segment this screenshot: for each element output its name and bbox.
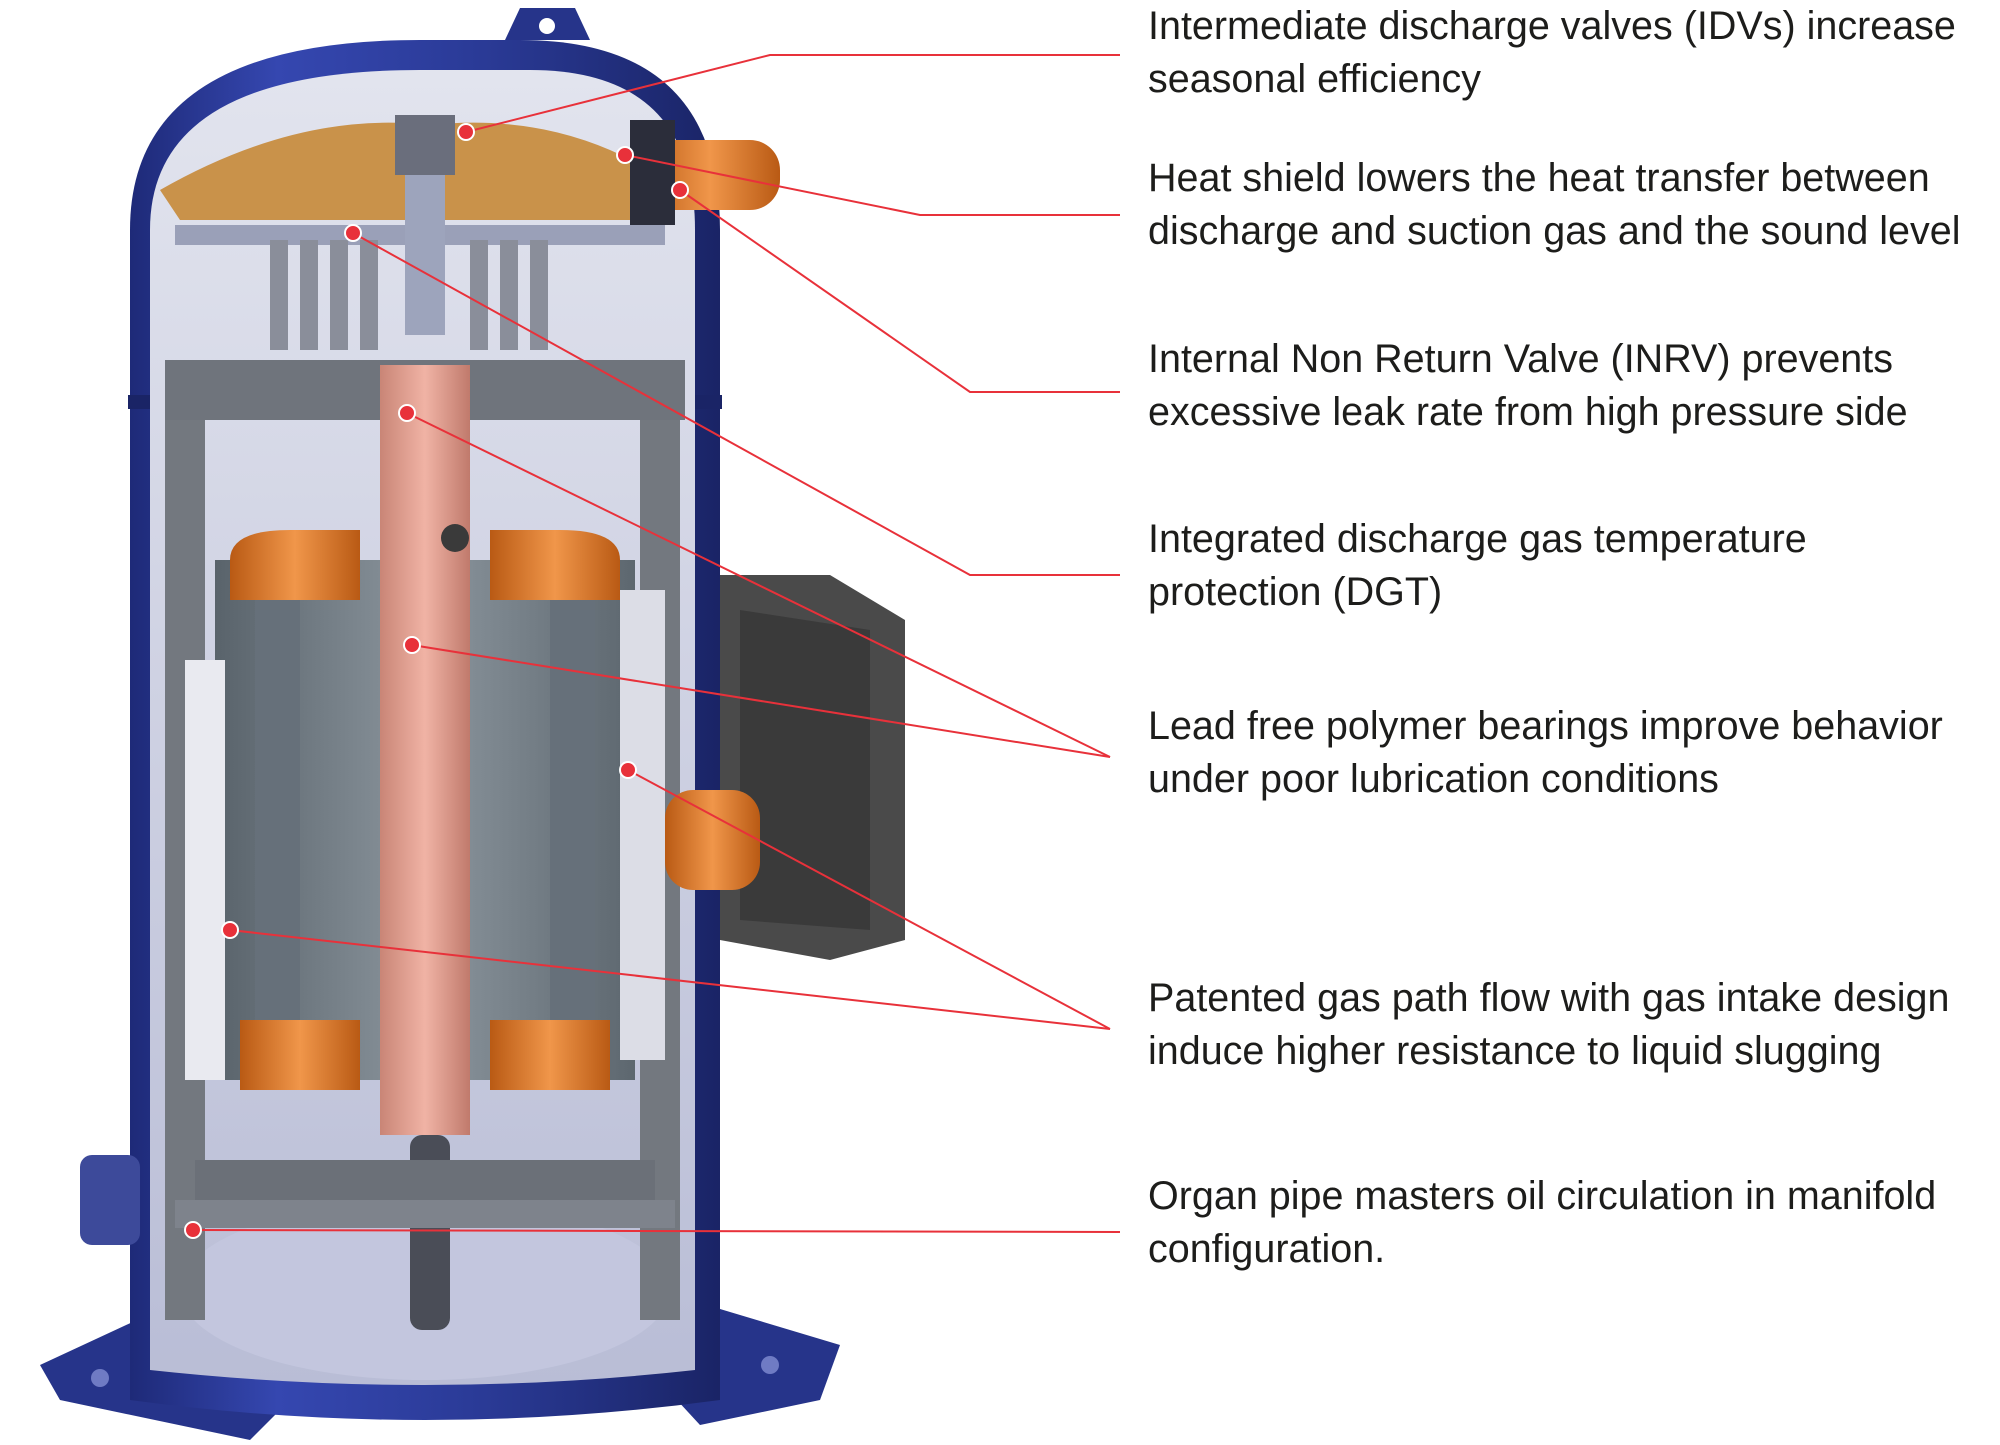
callout-bearings: Lead free polymer bearings improve behav… [1148,700,1998,806]
callout-heat-shield-line-2: discharge and suction gas and the sound … [1148,209,1961,253]
leader-line-dgt [352,232,1120,576]
callout-heat-shield-line-1: Heat shield lowers the heat transfer bet… [1148,156,1930,200]
suction-inlet [665,790,760,890]
scroll-set [160,115,780,350]
callout-inrv-line-2: excessive leak rate from high pressure s… [1148,390,1908,434]
callout-dgt: Integrated discharge gas temperature pro… [1148,513,1998,619]
dot-gas-path-left [221,921,239,939]
callout-organ-pipe-line-1: Organ pipe masters oil circulation in ma… [1148,1174,1937,1218]
callout-organ-pipe: Organ pipe masters oil circulation in ma… [1148,1170,1998,1276]
leader-line-bearings-b [411,644,1111,758]
leader-line-gas-path-a [229,929,1111,1030]
leader-line-heat-shield [624,154,1120,216]
callout-inrv-line-1: Internal Non Return Valve (INRV) prevent… [1148,337,1893,381]
dot-gas-path-right [619,761,637,779]
callout-idv-line-2: seasonal efficiency [1148,57,1482,101]
leader-line-organ-pipe [192,1229,1121,1233]
callout-idv: Intermediate discharge valves (IDVs) inc… [1148,0,1998,106]
idv-valve-body [395,115,455,175]
leader-line-inrv [679,189,1120,393]
leader-line-gas-path-b [627,769,1111,1030]
dot-organ-pipe [184,1221,202,1239]
lower-bearing [175,1160,675,1228]
leader-line-idv [465,54,1120,133]
callout-dgt-line-1: Integrated discharge gas temperature [1148,517,1807,561]
callout-bearings-line-2: under poor lubrication conditions [1148,757,1719,801]
dot-idv [457,123,475,141]
dot-inrv [671,181,689,199]
callout-bearings-line-1: Lead free polymer bearings improve behav… [1148,704,1943,748]
leader-dots [184,123,689,1239]
callout-idv-line-1: Intermediate discharge valves (IDVs) inc… [1148,4,1956,48]
leader-lines [192,54,1121,1233]
discharge-port [405,175,445,335]
dot-bearings-upper [398,404,416,422]
callout-gas-path-line-2: induce higher resistance to liquid slugg… [1148,1029,1882,1073]
dot-heat-shield [616,146,634,164]
callout-inrv: Internal Non Return Valve (INRV) prevent… [1148,333,1998,439]
callout-dgt-line-2: protection (DGT) [1148,570,1443,614]
leader-line-bearings-a [406,412,1111,758]
callout-organ-pipe-line-2: configuration. [1148,1227,1386,1271]
scroll-wraps [270,240,548,350]
callout-heat-shield: Heat shield lowers the heat transfer bet… [1148,152,1998,258]
callout-gas-path-line-1: Patented gas path flow with gas intake d… [1148,976,1950,1020]
dot-bearings-lower [403,636,421,654]
dot-dgt [344,224,362,242]
callout-gas-path: Patented gas path flow with gas intake d… [1148,972,1998,1078]
